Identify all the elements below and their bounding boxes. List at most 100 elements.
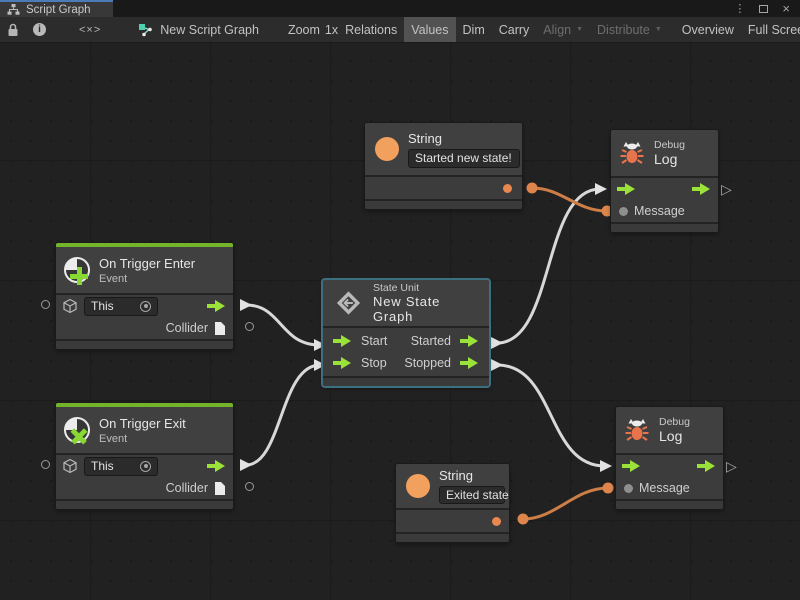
graph-breadcrumb-root[interactable]: New Script Graph	[131, 17, 266, 42]
node-state-unit[interactable]: State Unit New State Graph Start Started…	[323, 280, 489, 386]
node-string-bottom[interactable]: String Exited state	[396, 464, 509, 542]
string-value-field[interactable]: Started new state!	[408, 148, 520, 168]
exit-this-input-port[interactable]	[41, 460, 50, 469]
started-flow-output[interactable]	[460, 335, 479, 347]
distribute-button[interactable]: Distribute ▼	[590, 17, 669, 42]
flow-output-arrow[interactable]	[692, 183, 711, 195]
wire-exit-arrowhead	[314, 359, 326, 371]
node-footer	[396, 532, 509, 542]
dim-button[interactable]: Dim	[456, 17, 492, 42]
wire-stopped-to-debug-bottom[interactable]	[495, 363, 607, 468]
wire-enter-to-start[interactable]	[244, 303, 322, 347]
collider-value-icon	[215, 481, 225, 495]
node-kind: State Unit	[373, 282, 420, 294]
string-bottom-wire-start-dot[interactable]	[517, 513, 529, 525]
string-value-field[interactable]: Exited state	[439, 486, 509, 504]
window-close-icon[interactable]: ×	[782, 1, 790, 16]
this-target-field[interactable]: This	[84, 456, 158, 476]
info-button[interactable]: i	[26, 17, 53, 42]
wire-string-bottom-to-message[interactable]	[521, 486, 610, 521]
wire-enter-arrowhead	[314, 339, 326, 351]
node-on-trigger-enter[interactable]: On Trigger Enter Event This	[56, 243, 233, 349]
stop-flow-input[interactable]	[333, 357, 352, 369]
wire-stopped-arrowhead	[600, 460, 612, 472]
stopped-flow-output[interactable]	[460, 357, 479, 369]
node-string-top[interactable]: String Started new state!	[365, 123, 522, 209]
node-debug-log-bottom[interactable]: Debug Log Message	[616, 407, 723, 509]
message-input-port[interactable]	[624, 483, 633, 493]
wire-layer	[240, 182, 614, 525]
graph-name: New Script Graph	[160, 22, 259, 37]
flow-input-arrow[interactable]	[617, 183, 636, 195]
string-type-icon	[406, 474, 430, 498]
node-subtitle: Event	[99, 272, 128, 285]
fullscreen-button[interactable]: Full Screen	[741, 17, 800, 42]
relations-button[interactable]: Relations	[338, 17, 404, 42]
collider-value-icon	[215, 321, 225, 335]
window-maximize-icon[interactable]	[759, 4, 769, 13]
on-trigger-enter-icon	[64, 257, 90, 285]
node-title: On Trigger Exit	[99, 415, 186, 431]
node-debug-log-top[interactable]: Debug Log Message	[611, 130, 718, 232]
target-picker-icon[interactable]	[140, 460, 151, 472]
tab-script-graph[interactable]: Script Graph	[0, 0, 113, 17]
window-menu-icon[interactable]: ⋮	[734, 3, 746, 15]
string-output-port[interactable]	[503, 184, 512, 193]
overview-button[interactable]: Overview	[675, 17, 741, 42]
wire-started-to-debug-top[interactable]	[495, 187, 602, 345]
this-target-field[interactable]: This	[84, 296, 158, 316]
node-kind: Debug	[654, 139, 685, 151]
debug-top-flow-output-port[interactable]: ▷	[721, 181, 732, 197]
string-top-wire-start-dot[interactable]	[526, 182, 538, 194]
wire-string-top-to-message[interactable]	[530, 186, 609, 213]
on-trigger-exit-icon	[64, 417, 90, 443]
graph-canvas[interactable]: ▷ ▷ String Started new state!	[0, 43, 800, 600]
flow-input-arrow[interactable]	[622, 460, 641, 472]
node-kind: Debug	[659, 416, 690, 428]
node-title: Log	[659, 428, 683, 444]
tab-bar: Script Graph ⋮ ×	[0, 0, 800, 17]
fullscreen-label: Full Screen	[747, 22, 800, 37]
stopped-flow-output-port[interactable]	[491, 359, 503, 371]
plus-icon	[70, 267, 88, 285]
flow-output-arrow[interactable]	[207, 460, 226, 472]
relations-label: Relations	[345, 22, 398, 37]
exit-flow-output-port[interactable]	[240, 459, 252, 471]
target-picker-icon[interactable]	[140, 300, 151, 312]
debug-bottom-message-wire-dot[interactable]	[602, 482, 614, 494]
wire-exit-to-stop[interactable]	[244, 363, 322, 467]
started-flow-output-port[interactable]	[491, 337, 503, 349]
node-on-trigger-exit[interactable]: On Trigger Exit Event This	[56, 403, 233, 509]
enter-collider-output-port[interactable]	[245, 322, 254, 331]
node-footer	[365, 199, 522, 209]
message-input-port[interactable]	[619, 206, 628, 216]
node-subtitle: Event	[99, 432, 128, 445]
flow-output-arrow[interactable]	[207, 300, 226, 312]
node-footer	[611, 222, 718, 232]
string-output-port[interactable]	[492, 517, 501, 526]
node-footer	[56, 499, 233, 509]
event-accent-bar	[56, 403, 233, 407]
script-graph-asset-icon	[139, 23, 153, 36]
wire-started-arrowhead	[595, 183, 607, 195]
message-port-label: Message	[634, 204, 685, 218]
enter-flow-output-port[interactable]	[240, 299, 252, 311]
breadcrumb[interactable]: <×>	[79, 23, 102, 36]
distribute-label: Distribute	[597, 22, 650, 37]
graph-toolbar: i <×> New Script Graph Zoom 1x Relations…	[0, 17, 800, 43]
node-title: String	[439, 468, 473, 483]
exit-collider-output-port[interactable]	[245, 482, 254, 491]
carry-button[interactable]: Carry	[492, 17, 537, 42]
lock-button[interactable]	[0, 17, 26, 42]
debug-top-message-wire-dot[interactable]	[601, 205, 613, 217]
string-type-icon	[375, 137, 399, 161]
debug-bottom-flow-output-port[interactable]: ▷	[726, 458, 737, 474]
collider-port-label: Collider	[165, 321, 208, 335]
values-button[interactable]: Values	[404, 17, 456, 42]
align-button[interactable]: Align ▼	[536, 17, 590, 42]
values-label: Values	[411, 22, 449, 37]
start-flow-input[interactable]	[333, 335, 352, 347]
flow-output-arrow[interactable]	[697, 460, 716, 472]
zoom-label: Zoom	[287, 22, 320, 37]
enter-this-input-port[interactable]	[41, 300, 50, 309]
